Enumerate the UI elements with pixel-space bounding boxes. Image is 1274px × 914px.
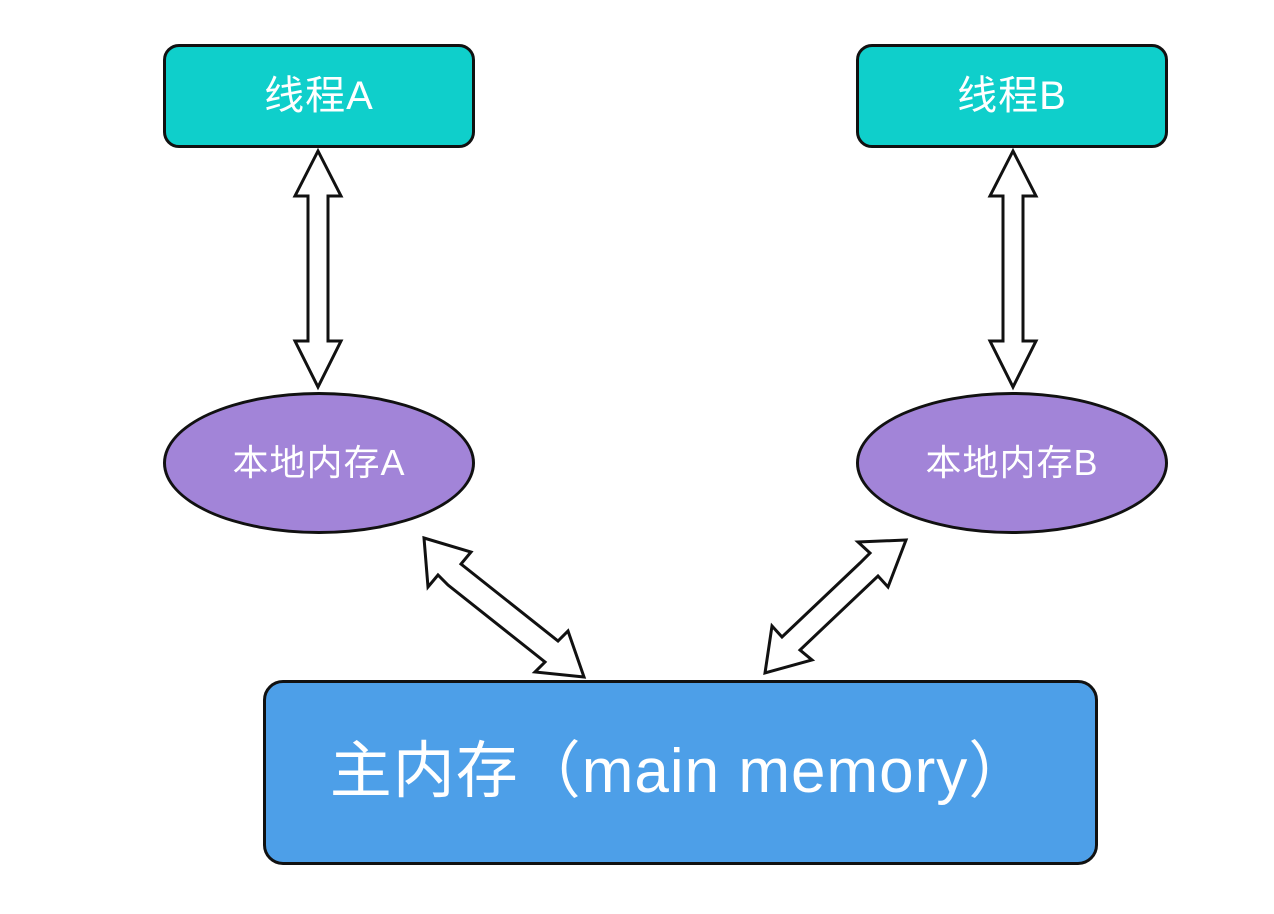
node-thread-a-label: 线程A (264, 74, 374, 118)
node-main-memory-label: 主内存（main memory） (329, 737, 1032, 807)
node-thread-b-label: 线程B (957, 74, 1067, 118)
arrow-local-memory-b-to-main-memory (763, 538, 909, 676)
node-local-memory-a[interactable]: 本地内存A (163, 392, 475, 534)
node-local-memory-b-label: 本地内存B (925, 442, 1099, 484)
arrow-thread-a-to-local-memory-a (292, 147, 344, 391)
node-main-memory[interactable]: 主内存（main memory） (263, 680, 1098, 865)
arrow-thread-b-to-local-memory-b (987, 147, 1039, 391)
arrow-local-memory-a-to-main-memory (422, 535, 587, 679)
node-local-memory-b[interactable]: 本地内存B (856, 392, 1168, 534)
node-thread-b[interactable]: 线程B (856, 44, 1168, 148)
node-local-memory-a-label: 本地内存A (232, 442, 406, 484)
node-thread-a[interactable]: 线程A (163, 44, 475, 148)
